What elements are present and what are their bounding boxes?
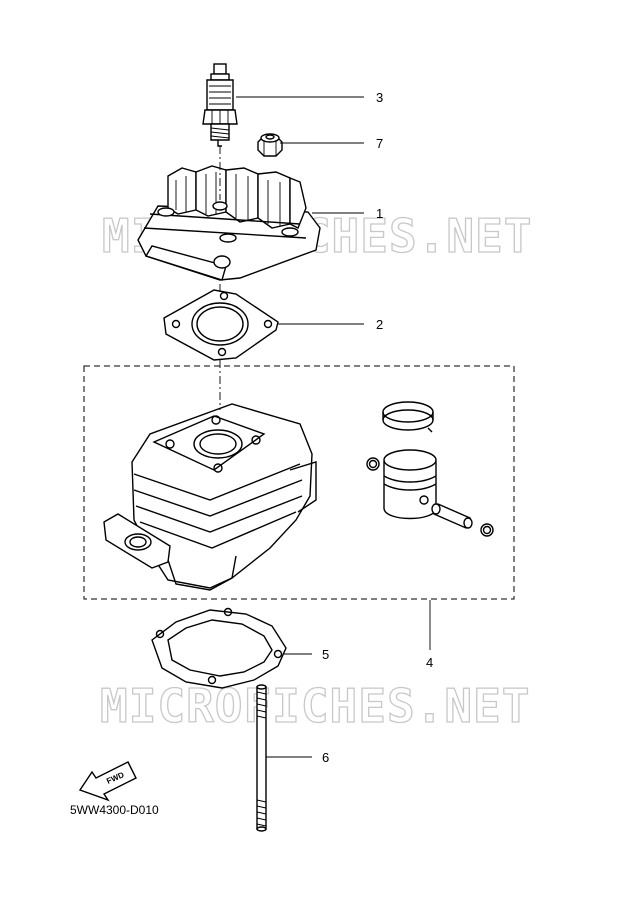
callout-1: 1	[376, 206, 383, 221]
cylinder-part	[103, 403, 317, 591]
head-gasket-part	[163, 289, 279, 361]
cylinder-head-part	[137, 165, 321, 281]
spark-plug-part	[202, 63, 238, 147]
piston-part	[383, 449, 437, 520]
leader-lines	[236, 96, 431, 758]
callout-4: 4	[426, 655, 433, 670]
cap-nut-part	[257, 133, 283, 157]
forward-direction-icon: FWD	[78, 761, 137, 802]
callout-7: 7	[376, 136, 383, 151]
callout-5: 5	[322, 647, 329, 662]
cylinder-kit-box	[83, 365, 515, 600]
watermark-bottom: MICROFICHES.NET	[100, 679, 530, 733]
drawing-code: 5WW4300-D010	[70, 803, 159, 817]
callout-6: 6	[322, 750, 329, 765]
piston-circlips-part	[366, 457, 494, 537]
callout-2: 2	[376, 317, 383, 332]
stud-bolt-part	[256, 684, 267, 832]
callout-3: 3	[376, 90, 383, 105]
piston-rings-part	[382, 401, 434, 433]
base-gasket-part	[151, 607, 287, 689]
piston-pin-part	[431, 503, 473, 529]
